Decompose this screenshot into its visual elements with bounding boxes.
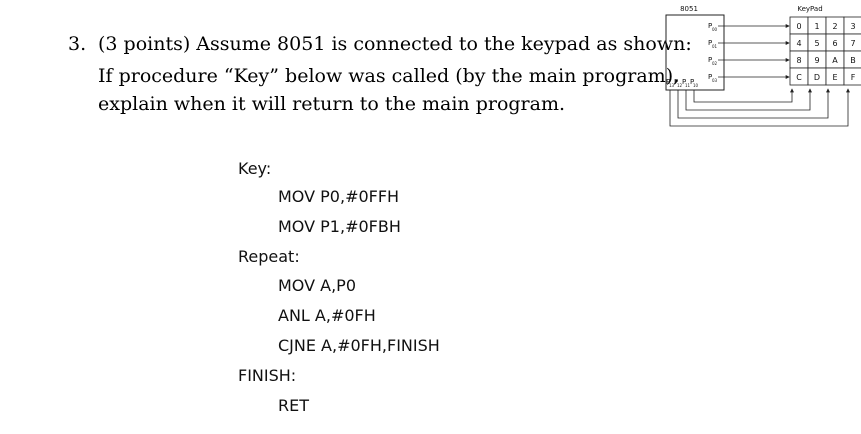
code-label-repeat: Repeat: [238,247,300,266]
question-line-2: If procedure “Key” below was called (by … [98,65,680,87]
keypad-grid: 0 1 2 3 4 5 6 7 8 9 A B C D E F [789,16,861,86]
key-label: 2 [832,22,837,31]
key-label: 8 [796,56,801,65]
code-label-key: Key: [238,159,272,178]
key-label: 0 [796,22,801,31]
key-label: 7 [850,39,855,48]
key-label: D [814,73,820,82]
question-number: 3. [68,33,87,55]
key-label: 5 [814,39,819,48]
row-pin-subscript: 01 [712,44,718,49]
key-cell [843,67,861,86]
col-wire-0 [669,88,850,127]
code-ret: RET [278,396,309,415]
code-mov-p1: MOV P1,#0FBH [278,217,401,236]
col-pin-subscript: 12 [677,83,683,88]
row-pin-subscript: 00 [712,27,718,32]
question-line-1: (3 points) Assume 8051 is connected to t… [98,33,692,55]
key-label: E [832,73,837,82]
key-label: 3 [850,22,855,31]
mcu-label: 8051 [680,5,698,13]
row-pin-label: P [708,73,712,81]
col-wire-1 [677,88,830,119]
row-pin-subscript: 02 [712,61,718,66]
code-mov-p0: MOV P0,#0FFH [278,187,400,206]
row-pin-label: P [708,39,712,47]
col-pin-label: P [682,78,686,86]
key-label: 9 [814,56,819,65]
row-pin-subscript: 03 [712,78,718,83]
row-pin-label: P [708,22,712,30]
col-pin-label: P [690,78,694,86]
key-label: F [851,73,856,82]
col-pin-subscript: 13 [669,83,675,88]
key-label: 1 [814,22,819,31]
key-label: A [832,56,838,65]
col-pin-subscript: 11 [685,83,691,88]
code-label-finish: FINISH: [238,366,297,385]
code-cjne: CJNE A,#0FH,FINISH [278,336,440,355]
key-label: 4 [796,39,801,48]
col-wire-3 [693,88,794,103]
col-pin-label: P [674,78,678,86]
row-pin-label: P [708,56,712,64]
code-mov-a: MOV A,P0 [278,276,357,295]
code-anl: ANL A,#0FH [278,306,376,325]
key-label: C [796,73,802,82]
question-line-3: explain when it will return to the main … [98,93,566,115]
key-label: 6 [832,39,837,48]
col-wire-2 [685,88,812,111]
mcu-box [665,14,725,91]
col-pin-subscript: 10 [693,83,699,88]
key-label: B [850,56,856,65]
col-pin-label: P [666,78,670,86]
keypad-label: KeyPad [797,5,822,13]
